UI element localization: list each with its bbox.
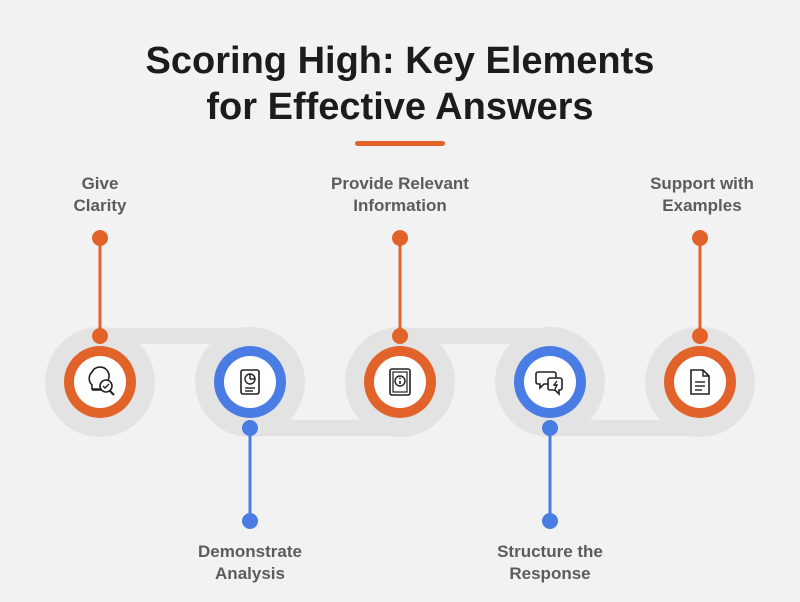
info-document-icon (389, 368, 411, 396)
step-node (364, 346, 436, 418)
chat-bubbles-icon (535, 371, 563, 396)
page-title: Scoring High: Key Elements for Effective… (0, 38, 800, 130)
connectors (92, 230, 708, 529)
connector-dot (92, 230, 108, 246)
step-node (664, 346, 736, 418)
report-pie-chart-icon (240, 369, 260, 395)
step-nodes (64, 346, 736, 418)
lightbulb-magnifier-check-icon (88, 366, 115, 396)
connector-dot (92, 328, 108, 344)
connector-dot (392, 230, 408, 246)
step-inner-circle (224, 356, 276, 408)
connector-dot (392, 328, 408, 344)
track-segment (550, 420, 700, 436)
title-underline (355, 141, 445, 146)
title-line-1: Scoring High: Key Elements (145, 40, 655, 82)
connector-dot (542, 513, 558, 529)
track-segment (250, 420, 400, 436)
text-document-icon (690, 369, 710, 395)
step-node (214, 346, 286, 418)
connector-dot (542, 420, 558, 436)
connector-dot (242, 513, 258, 529)
step-node (64, 346, 136, 418)
connector-dot (242, 420, 258, 436)
track-segment (100, 328, 250, 344)
track-segment (400, 328, 550, 344)
title-line-2: for Effective Answers (206, 86, 594, 128)
step-inner-circle (74, 356, 126, 408)
step-node (514, 346, 586, 418)
connector-dot (692, 230, 708, 246)
connector-dot (692, 328, 708, 344)
